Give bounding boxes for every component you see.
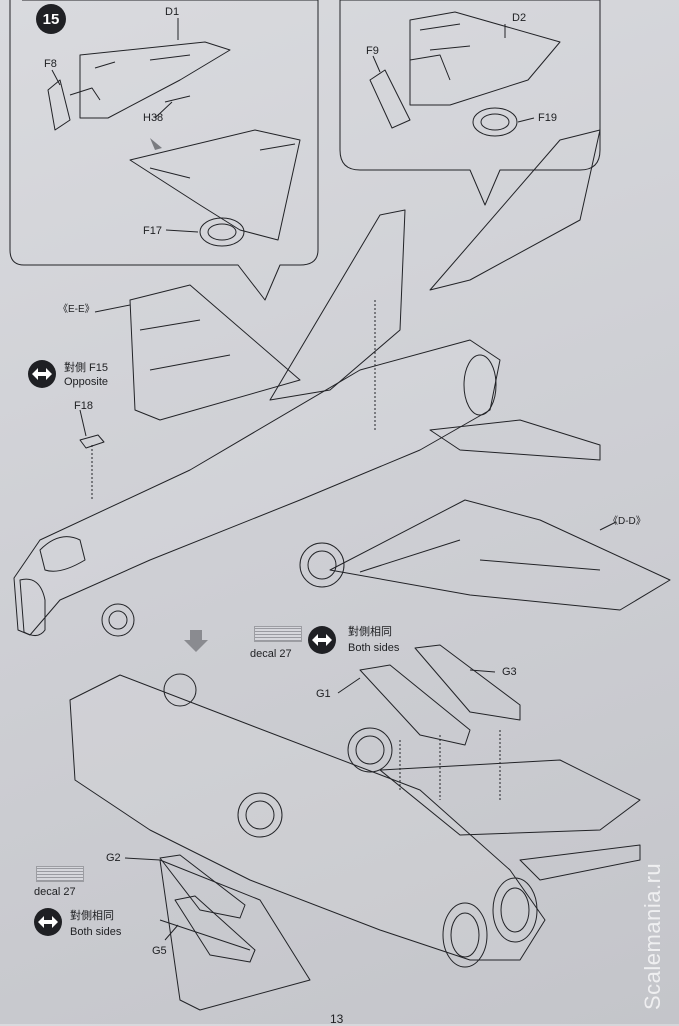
both-sides-en-1: Both sides (348, 642, 400, 654)
label-f18: F18 (74, 400, 93, 412)
aircraft-fuselage-bottom (69, 674, 546, 961)
both-sides-cn-1: 對側相同 (348, 626, 392, 638)
opposite-note-en: Opposite (64, 376, 109, 388)
left-right-arrow-icon (312, 634, 332, 646)
left-right-arrow-icon (38, 916, 58, 928)
aircraft-fin-left (269, 209, 406, 401)
opposite-note-cn: 對側 F15 (64, 362, 109, 374)
view-ref-e-e: 《E-E》 (58, 304, 95, 315)
part-d2-shape (409, 11, 561, 106)
aircraft-fuselage-top (13, 339, 501, 636)
part-f9-shape (369, 69, 411, 129)
page-number: 13 (330, 1012, 344, 1026)
label-f17: F17 (143, 225, 162, 237)
label-f19: F19 (538, 112, 557, 124)
part-f19-shape (472, 107, 518, 137)
opposite-note-badge (28, 360, 56, 388)
part-g1-shape (359, 664, 471, 746)
part-f17-shape (199, 217, 245, 247)
aircraft-nose-wheel (101, 603, 135, 637)
part-d1-shape (79, 41, 231, 119)
view-ref-d-d: 《D-D》 (608, 516, 646, 527)
part-g2-shape (159, 854, 246, 919)
label-g5: G5 (152, 945, 167, 957)
label-f9: F9 (366, 45, 379, 57)
aircraft-fin-right (429, 129, 601, 291)
label-g3: G3 (502, 666, 517, 678)
label-g1: G1 (316, 688, 331, 700)
both-sides-en-2: Both sides (70, 926, 122, 938)
aircraft-main-wheel (299, 542, 345, 588)
both-sides-badge-2 (34, 908, 62, 936)
step-number-badge: 15 (36, 4, 66, 34)
aircraft-stabilizer (429, 419, 601, 461)
both-sides-cn-2: 對側相同 (70, 910, 114, 922)
part-g5-shape (174, 895, 256, 963)
label-f8: F8 (44, 58, 57, 70)
label-d2: D2 (512, 12, 527, 24)
watermark: Scalemania.ru (640, 862, 665, 1010)
part-h38-shape (164, 95, 191, 103)
detail-callout-left (9, 0, 319, 301)
left-right-arrow-icon (32, 368, 52, 380)
part-f8-shape (47, 79, 71, 131)
decal-note-1: decal 27 (250, 648, 292, 660)
part-g3-shape (414, 644, 521, 721)
aircraft-wing-bottom-left (159, 859, 311, 1011)
detail-callout-right (339, 0, 601, 206)
label-d1: D1 (165, 6, 180, 18)
aircraft-canopy (39, 536, 86, 572)
step-number: 15 (42, 10, 60, 28)
both-sides-badge-1 (308, 626, 336, 654)
decal-stamp-2 (36, 866, 84, 882)
label-h38: H38 (143, 112, 164, 124)
aircraft-wing-bottom-right (379, 759, 641, 836)
part-f18-shape (79, 434, 105, 449)
decal-note-2: decal 27 (34, 886, 76, 898)
aircraft-wing-right (329, 499, 671, 611)
part-d1-assembled (129, 129, 301, 241)
aircraft-wing-left (129, 284, 301, 421)
aircraft-stabilizer-bottom (519, 844, 641, 881)
decal-stamp-1 (254, 626, 302, 642)
label-g2: G2 (106, 852, 121, 864)
